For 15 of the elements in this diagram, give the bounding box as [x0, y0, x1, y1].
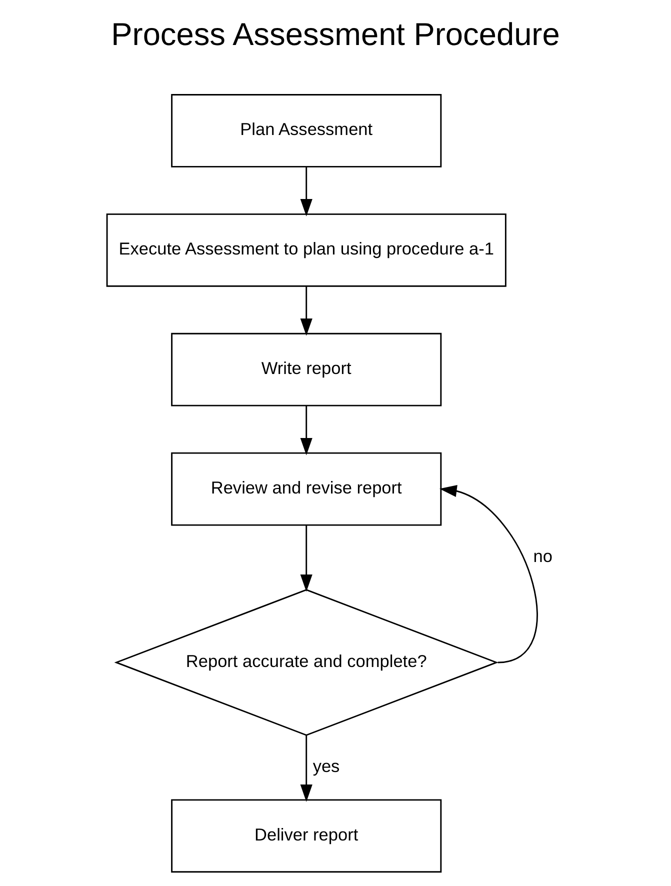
arrow — [300, 735, 312, 802]
diagram-title: Process Assessment Procedure — [111, 16, 560, 52]
arrow — [300, 286, 312, 336]
arrow — [439, 484, 538, 664]
node-box: Plan Assessment — [171, 94, 442, 168]
edge-label: yes — [312, 756, 340, 776]
node-box: Write report — [171, 332, 442, 406]
node-box: Review and revise report — [171, 452, 442, 526]
node-box: Execute Assessment to plan using procedure a-1 — [106, 213, 506, 287]
node-box: Deliver report — [171, 799, 442, 873]
arrow — [300, 525, 312, 592]
edge-label: no — [533, 546, 552, 566]
arrow — [300, 167, 312, 216]
node-diamond: Report accurate and complete? — [114, 589, 498, 736]
arrow — [300, 406, 312, 456]
